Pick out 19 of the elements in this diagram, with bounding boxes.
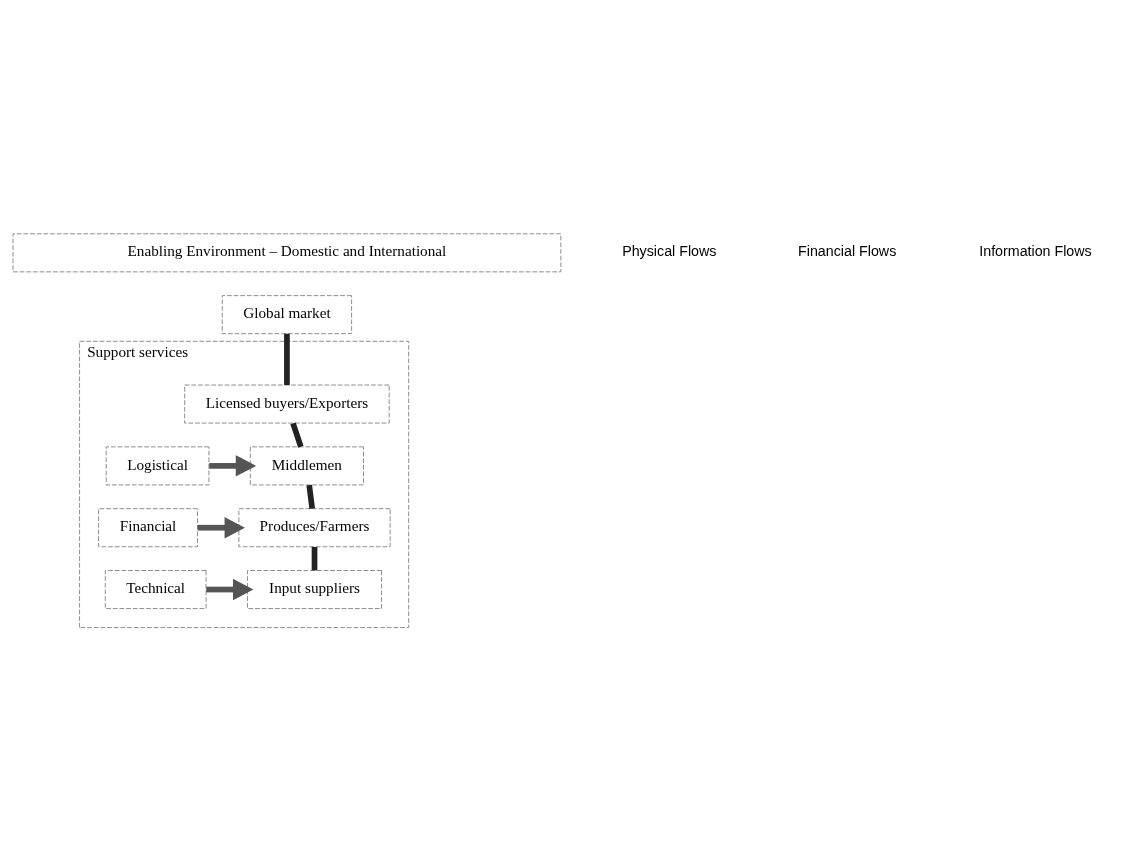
node-box: Financial: [98, 507, 198, 547]
arrow: [206, 578, 254, 600]
node-box: Middlemen: [249, 445, 364, 485]
arrow: [197, 516, 245, 538]
connector: [311, 546, 318, 570]
label: Physical Flows: [622, 242, 717, 259]
node-box: Enabling Environment – Domestic and International: [12, 232, 562, 272]
label: Financial Flows: [798, 242, 897, 259]
node-box: Logistical: [105, 445, 210, 485]
node-box: Produces/Farmers: [238, 507, 391, 547]
connector: [306, 484, 316, 509]
node-box: Technical: [104, 569, 207, 609]
connector: [290, 421, 304, 448]
node-box: Input suppliers: [246, 569, 383, 609]
label: Information Flows: [979, 242, 1092, 259]
node-box: Licensed buyers/Exporters: [184, 384, 390, 424]
node-box: Global market: [221, 294, 353, 334]
arrow: [209, 454, 257, 477]
connector: [284, 333, 290, 385]
